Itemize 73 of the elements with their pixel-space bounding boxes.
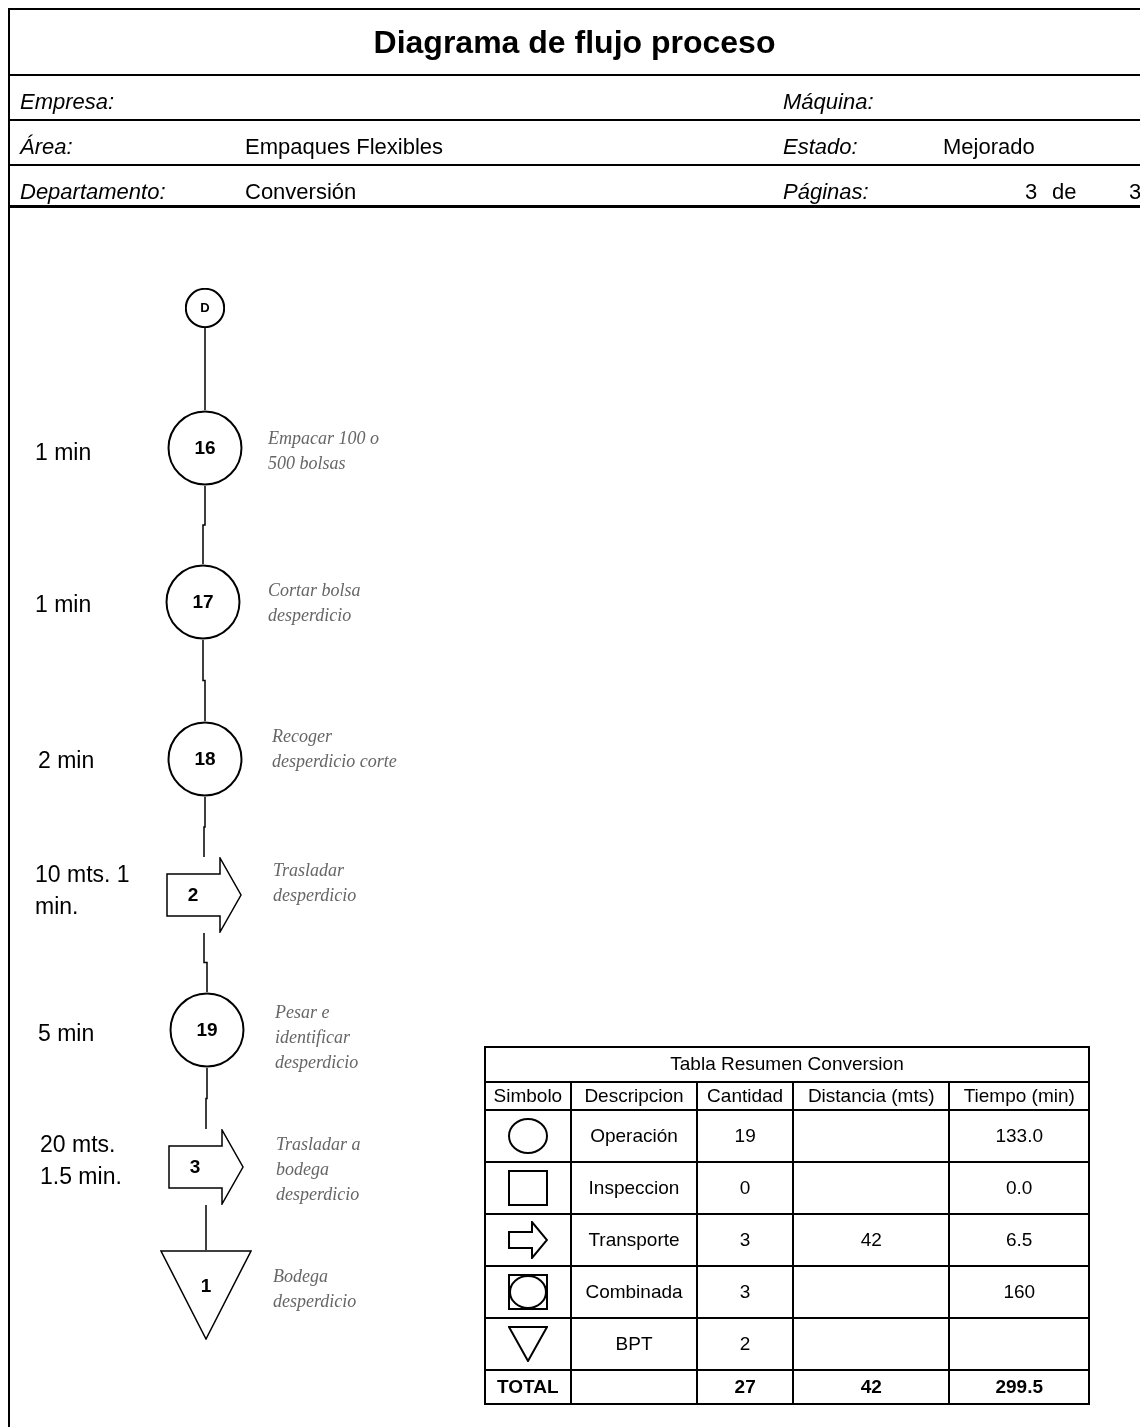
- table-cell-text: 19: [734, 1123, 756, 1148]
- step-description: Empacar 100 o 500 bolsas: [268, 427, 380, 475]
- connector-line: [202, 485, 206, 565]
- field-label: Empresa:: [20, 88, 115, 116]
- storage-triangle: [160, 1250, 252, 1340]
- field-label: Páginas:: [783, 178, 869, 206]
- table-cell-text: 3: [739, 1227, 751, 1252]
- table-cell-text: Operación: [590, 1123, 678, 1148]
- table-cell-text: Combinada: [585, 1279, 683, 1304]
- field-label: Máquina:: [783, 88, 874, 116]
- time-note: 1 min: [35, 438, 93, 467]
- table-cell-text: 0.0: [1006, 1175, 1033, 1200]
- step-description: Bodega desperdicio: [273, 1265, 358, 1313]
- header-cell-text: Tiempo (min): [962, 1083, 1076, 1108]
- header-cell: Cantidad: [698, 1083, 794, 1109]
- page-count: 3: [1129, 178, 1140, 206]
- field-value: Empaques Flexibles: [245, 133, 444, 161]
- step-description: Trasladar desperdicio: [273, 859, 358, 907]
- table-cell-text: Transporte: [588, 1227, 680, 1252]
- total-cell-text: TOTAL: [497, 1374, 559, 1399]
- step-number: 2: [187, 882, 199, 907]
- time-note: 2 min: [38, 746, 96, 775]
- field-label: Área:: [20, 133, 73, 161]
- table-title: Tabla Resumen Conversion: [670, 1052, 904, 1077]
- step-number: D: [200, 299, 210, 318]
- step-number: 1: [200, 1274, 212, 1298]
- page-number: 3: [1025, 178, 1038, 206]
- operation-circle: [165, 564, 241, 640]
- total-cell-text: 42: [860, 1374, 882, 1399]
- table-cell-text: BPT: [615, 1331, 653, 1356]
- step-number: 17: [192, 589, 214, 614]
- operation-circle: [167, 410, 243, 486]
- field-label: Estado:: [783, 133, 858, 161]
- total-cell-text: 299.5: [995, 1374, 1043, 1399]
- connector-line: [203, 932, 208, 993]
- connector-line: [203, 796, 206, 858]
- table-cell-text: 2: [739, 1331, 751, 1356]
- table-cell-text: 3: [739, 1279, 751, 1304]
- table-cell-text: Inspeccion: [588, 1175, 680, 1200]
- step-number: 16: [194, 435, 216, 460]
- transport-arrow: [168, 1129, 244, 1205]
- header-cell: Descripcion: [571, 1083, 699, 1109]
- time-note: 1 min: [35, 590, 93, 619]
- transport-arrow: [166, 857, 242, 933]
- field-label: Departamento:: [20, 178, 166, 206]
- field-value: de: [1052, 178, 1077, 206]
- connector-line: [205, 1067, 208, 1130]
- time-note: 20 mts. 1.5 min.: [40, 1130, 123, 1191]
- connector-line: [202, 639, 206, 722]
- step-number: 19: [196, 1017, 218, 1042]
- total-cell-text: 27: [734, 1374, 756, 1399]
- connector-line: [204, 327, 206, 411]
- step-description: Recoger desperdicio corte: [272, 725, 398, 773]
- table-cell-text: 0: [739, 1175, 751, 1200]
- table-cell-text: 133.0: [995, 1123, 1043, 1148]
- header-cell: Distancia (mts): [794, 1083, 951, 1109]
- table-cell-text: 6.5: [1006, 1227, 1033, 1252]
- field-value: Conversión: [245, 178, 357, 206]
- operation-circle: [167, 721, 243, 797]
- field-value: Mejorado: [943, 133, 1035, 161]
- header-cell: Simbolo: [486, 1083, 572, 1109]
- page-title: Diagrama de flujo proceso: [373, 23, 776, 62]
- time-note: 10 mts. 1 min.: [35, 860, 131, 921]
- connector-line: [205, 1204, 207, 1251]
- step-number: 3: [189, 1154, 201, 1179]
- step-description: Trasladar a bodega desperdicio: [276, 1133, 362, 1206]
- step-description: Cortar bolsa desperdicio: [268, 579, 362, 627]
- operation-circle: [169, 992, 245, 1068]
- table-cell-text: 42: [860, 1227, 882, 1252]
- step-description: Pesar e identificar desperdicio: [275, 1001, 360, 1074]
- table-cell-text: 160: [1003, 1279, 1036, 1304]
- step-number: 18: [194, 746, 216, 771]
- time-note: 5 min: [38, 1019, 96, 1048]
